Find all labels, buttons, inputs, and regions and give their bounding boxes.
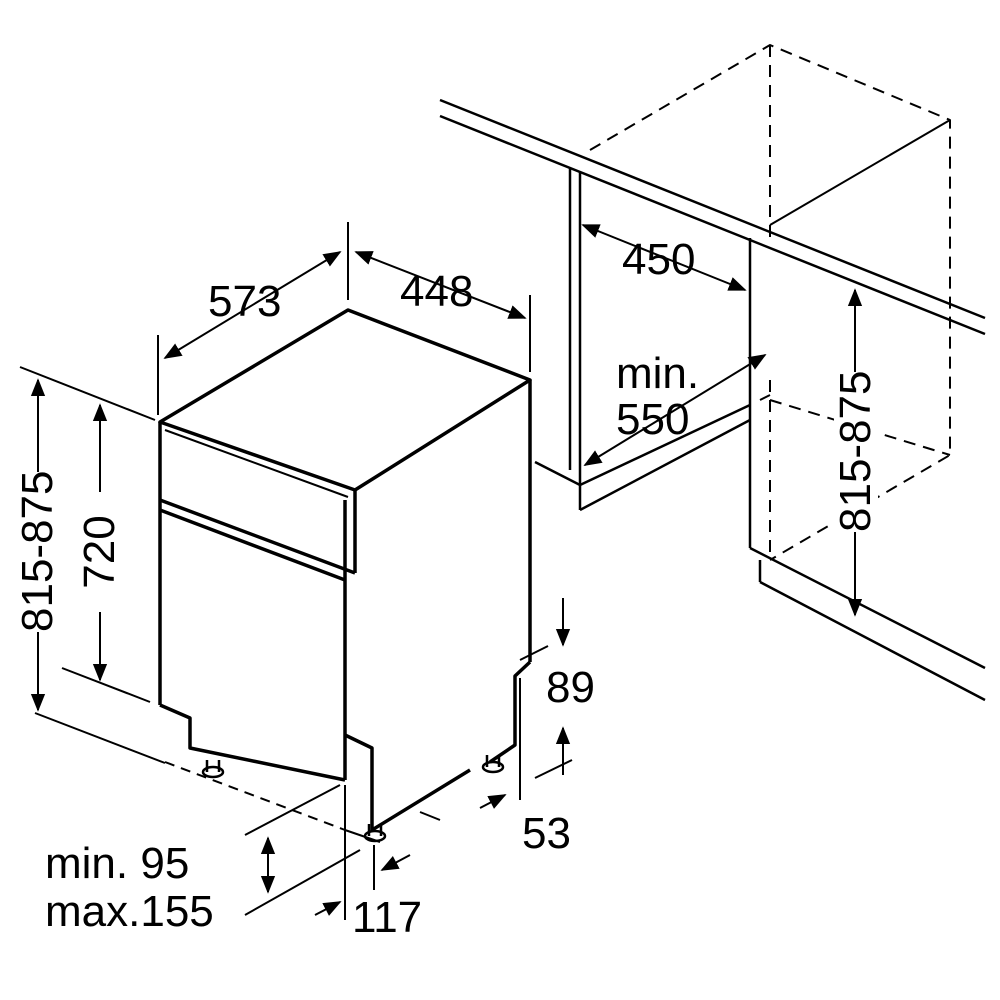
dim-depth-label: 573 [208, 277, 282, 326]
floor-lines [34, 712, 441, 843]
dim-body-height-label: 720 [75, 492, 124, 612]
extension-lines [19, 222, 573, 920]
dim-plinth-lower-label: 53 [522, 809, 571, 858]
dashed-cabinet-outline [589, 44, 951, 561]
dim-niche-width-label: 450 [622, 235, 696, 284]
left-cabinet-panel [534, 168, 751, 512]
dim-niche-depth-line1: min. [616, 349, 700, 398]
dim-plinth-range-line2: max.155 [45, 887, 214, 936]
dishwasher-body [158, 308, 532, 832]
countertop [439, 98, 986, 336]
top-panel-line [164, 429, 349, 498]
dim-total-height-label: 815-875 [13, 470, 62, 632]
dim-plinth-upper-label: 89 [546, 663, 595, 712]
dim-plinth-range-line1: min. 95 [45, 839, 190, 888]
dim-niche-height-label: 815-875 [831, 370, 880, 532]
dim-foot-offset-label: 117 [352, 893, 423, 942]
dim-width-label: 448 [400, 267, 474, 316]
dim-niche-depth-line2: 550 [616, 395, 690, 444]
feet [201, 755, 505, 843]
